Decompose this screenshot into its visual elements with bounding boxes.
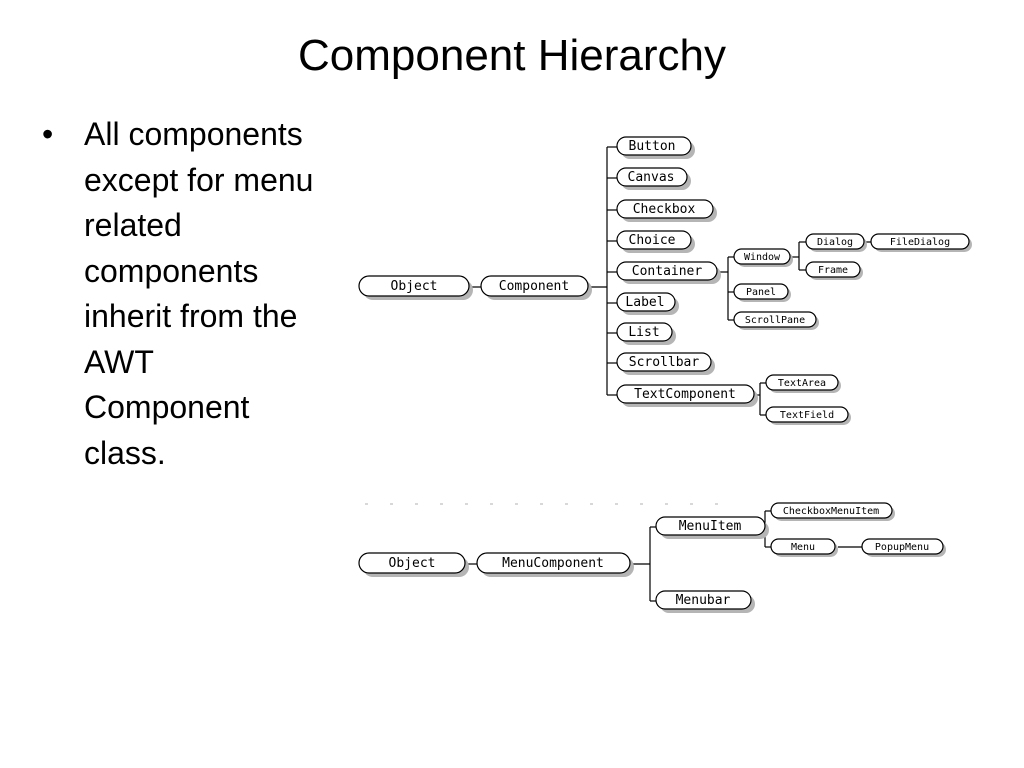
- svg-text:Component: Component: [499, 279, 569, 294]
- svg-text:Label: Label: [625, 295, 664, 310]
- svg-text:Choice: Choice: [629, 233, 676, 248]
- node-list: List: [616, 322, 676, 345]
- svg-text:Menu: Menu: [791, 542, 815, 553]
- svg-text:Canvas: Canvas: [628, 170, 675, 185]
- svg-text:Object: Object: [389, 556, 436, 571]
- svg-text:ScrollPane: ScrollPane: [745, 315, 805, 326]
- node-component: Component: [480, 275, 592, 300]
- svg-text:PopupMenu: PopupMenu: [875, 542, 929, 553]
- node-filedialog: FileDialog: [870, 233, 972, 252]
- svg-text:TextArea: TextArea: [778, 378, 826, 389]
- svg-text:Menubar: Menubar: [676, 593, 731, 608]
- svg-text:Scrollbar: Scrollbar: [629, 355, 700, 370]
- bullet-text: All components except for menu related c…: [84, 116, 314, 471]
- svg-text:List: List: [628, 325, 659, 340]
- node-menu-object: Object: [358, 552, 469, 577]
- node-window: Window: [733, 248, 793, 267]
- component-tree-edges: [468, 146, 871, 416]
- node-checkbox: Checkbox: [616, 199, 717, 222]
- node-button: Button: [616, 136, 695, 159]
- node-popupmenu: PopupMenu: [861, 538, 946, 557]
- svg-text:Object: Object: [391, 279, 438, 294]
- svg-text:Container: Container: [632, 264, 703, 279]
- svg-text:Panel: Panel: [746, 287, 776, 298]
- svg-text:MenuComponent: MenuComponent: [502, 556, 604, 571]
- svg-text:Frame: Frame: [818, 265, 848, 276]
- node-dialog: Dialog: [805, 233, 867, 252]
- svg-text:Button: Button: [629, 139, 676, 154]
- separator-dots: [365, 503, 718, 505]
- svg-text:TextComponent: TextComponent: [634, 387, 736, 402]
- node-menucomponent: MenuComponent: [476, 552, 634, 577]
- svg-text:Window: Window: [744, 252, 781, 263]
- node-textarea: TextArea: [765, 374, 841, 393]
- svg-text:Checkbox: Checkbox: [633, 202, 696, 217]
- svg-text:Dialog: Dialog: [817, 237, 853, 248]
- bullet-marker: •: [42, 116, 54, 152]
- svg-text:TextField: TextField: [780, 410, 834, 421]
- node-label: Label: [616, 292, 679, 315]
- node-panel: Panel: [733, 283, 791, 302]
- node-container: Container: [616, 261, 721, 284]
- node-object: Object: [358, 275, 473, 300]
- node-menubar: Menubar: [655, 590, 755, 613]
- node-menu: Menu: [770, 538, 838, 557]
- node-checkboxmenuitem: CheckboxMenuItem: [770, 502, 895, 521]
- svg-text:FileDialog: FileDialog: [890, 237, 950, 248]
- node-canvas: Canvas: [616, 167, 691, 190]
- svg-text:CheckboxMenuItem: CheckboxMenuItem: [783, 506, 879, 517]
- node-scrollbar: Scrollbar: [616, 352, 715, 375]
- node-scrollpane: ScrollPane: [733, 311, 819, 330]
- slide-title: Component Hierarchy: [298, 31, 726, 80]
- node-menuitem: MenuItem: [655, 516, 769, 539]
- node-frame: Frame: [805, 261, 863, 280]
- node-textfield: TextField: [765, 406, 851, 425]
- svg-text:MenuItem: MenuItem: [679, 519, 742, 534]
- node-choice: Choice: [616, 230, 695, 253]
- node-textcomponent: TextComponent: [616, 384, 758, 407]
